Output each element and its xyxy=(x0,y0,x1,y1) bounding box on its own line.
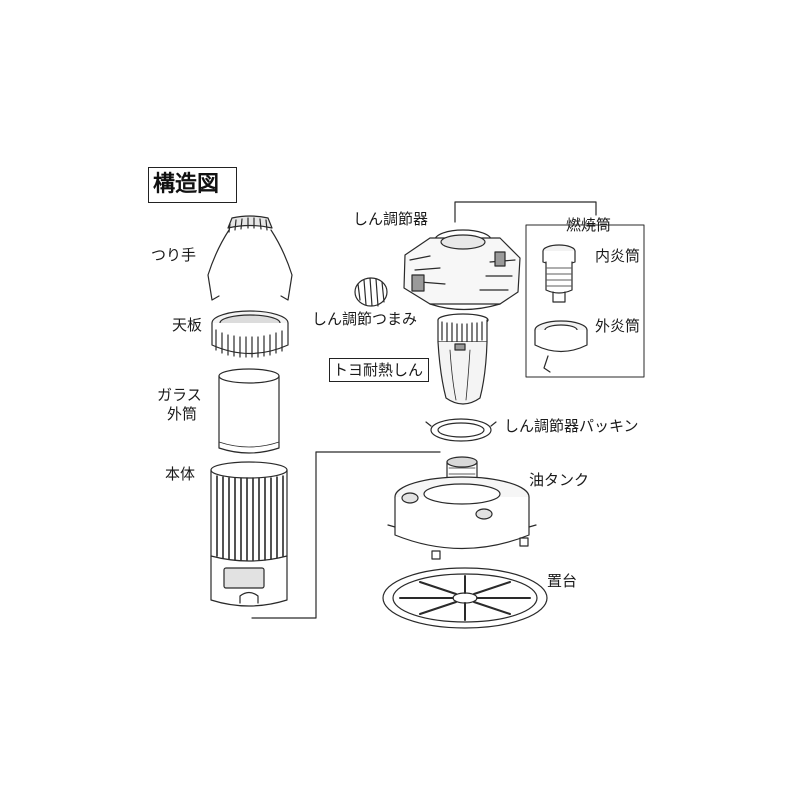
wick-label-box xyxy=(329,358,429,382)
base-stand-part xyxy=(382,567,548,629)
title-box xyxy=(148,167,237,203)
label-glass: ガラス xyxy=(157,386,202,404)
diagram-title: 構造図 xyxy=(153,172,220,197)
inner-cylinder-part xyxy=(542,244,576,303)
wick-adjuster-part xyxy=(403,229,521,311)
label-outer-cylinder: 外炎筒 xyxy=(595,317,641,335)
oil-tank-part xyxy=(387,456,537,560)
label-wick-knob: しん調節つまみ xyxy=(312,310,418,328)
glass-outer-part xyxy=(218,368,280,454)
label-inner-cylinder: 内炎筒 xyxy=(595,247,641,265)
wick-knob-part xyxy=(354,277,388,307)
wick-part xyxy=(437,313,489,405)
label-glass-outer: 外筒 xyxy=(167,405,198,423)
label-packing: しん調節器パッキン xyxy=(504,417,639,435)
label-top-plate: 天板 xyxy=(172,316,203,334)
label-handle: つり手 xyxy=(151,246,197,264)
body-part xyxy=(210,461,288,607)
packing-part xyxy=(425,418,497,442)
leader-lines xyxy=(251,201,645,619)
label-base-stand: 置台 xyxy=(547,572,578,590)
top-plate-part xyxy=(211,310,289,358)
label-oil-tank: 油タンク xyxy=(529,471,590,489)
outer-cylinder-part xyxy=(534,320,588,373)
label-body: 本体 xyxy=(165,465,196,483)
handle-part xyxy=(207,215,293,301)
label-wick: トヨ耐熱しん xyxy=(333,361,424,379)
label-wick-adjuster: しん調節器 xyxy=(353,210,429,228)
label-combustion-tube: 燃焼筒 xyxy=(566,216,612,234)
